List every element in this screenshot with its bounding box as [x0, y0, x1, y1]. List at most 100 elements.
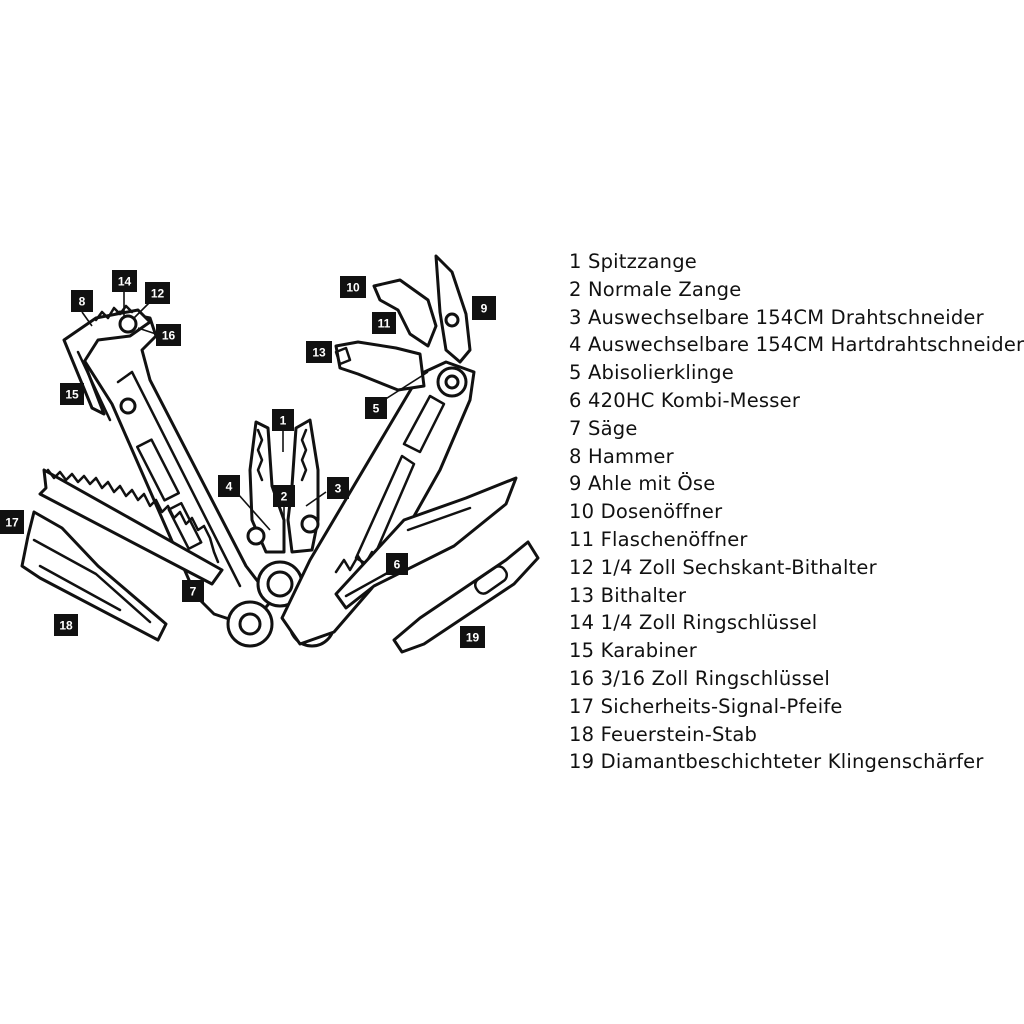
- legend-number: 11: [569, 527, 595, 551]
- legend-number: 7: [569, 416, 582, 440]
- legend-text: Diamantbeschichteter Klingenschärfer: [600, 750, 984, 774]
- svg-text:17: 17: [5, 516, 19, 530]
- callout-16: 16: [156, 324, 181, 346]
- legend-number: 10: [569, 500, 595, 524]
- legend-item: 1 Spitzzange: [569, 248, 1024, 276]
- legend-number: 17: [569, 694, 595, 718]
- legend-text: Normale Zange: [588, 277, 742, 301]
- legend-text: Auswechselbare 154CM Drahtschneider: [588, 305, 984, 329]
- legend-item: 8 Hammer: [569, 443, 1024, 471]
- callout-12: 12: [145, 282, 170, 304]
- callout-15: 15: [60, 383, 84, 405]
- multitool-illustration: [20, 254, 540, 654]
- callout-6: 6: [386, 553, 408, 575]
- legend-number: 3: [569, 305, 582, 329]
- svg-text:9: 9: [481, 302, 488, 316]
- legend-number: 13: [569, 583, 595, 607]
- legend-text: 1/4 Zoll Sechskant-Bithalter: [600, 555, 877, 579]
- legend-text: Säge: [588, 416, 638, 440]
- legend-item: 2 Normale Zange: [569, 276, 1024, 304]
- legend-item: 3 Auswechselbare 154CM Drahtschneider: [569, 304, 1024, 332]
- callout-19: 19: [460, 626, 485, 648]
- legend-text: Dosenöffner: [600, 500, 723, 524]
- legend-number: 12: [569, 555, 595, 579]
- callout-8: 8: [71, 290, 93, 312]
- legend-text: 3/16 Zoll Ringschlüssel: [600, 666, 830, 690]
- legend-text: Flaschenöffner: [600, 527, 748, 551]
- parts-legend: 1 Spitzzange 2 Normale Zange 3 Auswechse…: [569, 248, 1024, 776]
- callout-17: 17: [0, 510, 24, 534]
- callout-13: 13: [306, 341, 332, 363]
- legend-item: 5 Abisolierklinge: [569, 359, 1024, 387]
- callout-4: 4: [218, 475, 240, 497]
- svg-text:8: 8: [79, 295, 86, 309]
- legend-text: Spitzzange: [588, 250, 697, 273]
- legend-number: 15: [569, 639, 595, 663]
- legend-item: 6 420HC Kombi-Messer: [569, 387, 1024, 415]
- callout-18: 18: [54, 614, 78, 636]
- legend-text: Abisolierklinge: [588, 361, 734, 385]
- legend-item: 7 Säge: [569, 415, 1024, 443]
- svg-text:2: 2: [281, 490, 288, 504]
- callout-7: 7: [182, 580, 204, 602]
- svg-text:4: 4: [226, 480, 233, 494]
- legend-number: 1: [569, 250, 582, 273]
- legend-item: 19 Diamantbeschichteter Klingenschärfer: [569, 748, 1024, 776]
- legend-item: 14 1/4 Zoll Ringschlüssel: [569, 609, 1024, 637]
- callout-10: 10: [340, 276, 366, 298]
- legend-item: 11 Flaschenöffner: [569, 526, 1024, 554]
- legend-item: 12 1/4 Zoll Sechskant-Bithalter: [569, 554, 1024, 582]
- legend-item: 18 Feuerstein-Stab: [569, 721, 1024, 749]
- svg-text:6: 6: [394, 558, 401, 572]
- legend-item: 13 Bithalter: [569, 582, 1024, 610]
- legend-number: 19: [569, 750, 595, 774]
- legend-text: 1/4 Zoll Ringschlüssel: [600, 611, 818, 635]
- saw-blade: [38, 468, 224, 586]
- legend-item: 15 Karabiner: [569, 637, 1024, 665]
- svg-text:3: 3: [335, 482, 342, 496]
- callout-14: 14: [112, 270, 137, 292]
- can-opener: [372, 278, 438, 348]
- legend-text: Karabiner: [600, 639, 697, 663]
- diamond-sharpener: [392, 540, 540, 654]
- callout-3: 3: [327, 477, 349, 499]
- legend-number: 18: [569, 722, 595, 746]
- bit-holder: [334, 340, 426, 392]
- callout-2: 2: [273, 485, 295, 507]
- legend-text: Ahle mit Öse: [588, 472, 716, 496]
- callout-1: 1: [272, 409, 294, 431]
- legend-number: 8: [569, 444, 582, 468]
- legend-item: 4 Auswechselbare 154CM Hartdrahtschneide…: [569, 331, 1024, 359]
- legend-item: 17 Sicherheits-Signal-Pfeife: [569, 693, 1024, 721]
- legend-number: 6: [569, 388, 582, 412]
- whistle-ferro-rod: [20, 510, 168, 642]
- legend-number: 14: [569, 611, 595, 635]
- legend-number: 5: [569, 361, 582, 385]
- right-handle: [280, 360, 476, 646]
- legend-text: Auswechselbare 154CM Hartdrahtschneider: [588, 333, 1024, 357]
- legend-text: Feuerstein-Stab: [600, 722, 758, 746]
- svg-text:13: 13: [312, 346, 326, 360]
- callout-5: 5: [365, 397, 387, 419]
- legend-text: Bithalter: [600, 583, 687, 607]
- leader-lines: [81, 292, 429, 540]
- legend-number: 9: [569, 472, 582, 496]
- callout-badges: 1 2 3 4 5 6 7 8 9 10 11 12 13 14 15 16 1…: [0, 270, 496, 648]
- svg-text:15: 15: [65, 388, 79, 402]
- svg-text:10: 10: [346, 281, 360, 295]
- awl: [434, 254, 472, 364]
- svg-text:16: 16: [162, 329, 176, 343]
- legend-number: 2: [569, 277, 582, 301]
- svg-text:1: 1: [280, 414, 287, 428]
- legend-number: 4: [569, 333, 582, 357]
- svg-text:19: 19: [466, 631, 480, 645]
- svg-text:5: 5: [373, 402, 380, 416]
- legend-text: 420HC Kombi-Messer: [588, 388, 801, 412]
- legend-text: Hammer: [588, 444, 674, 468]
- callout-9: 9: [472, 296, 496, 320]
- callout-11: 11: [372, 312, 396, 334]
- legend-number: 16: [569, 666, 595, 690]
- hammer-head: [62, 308, 152, 416]
- legend-item: 10 Dosenöffner: [569, 498, 1024, 526]
